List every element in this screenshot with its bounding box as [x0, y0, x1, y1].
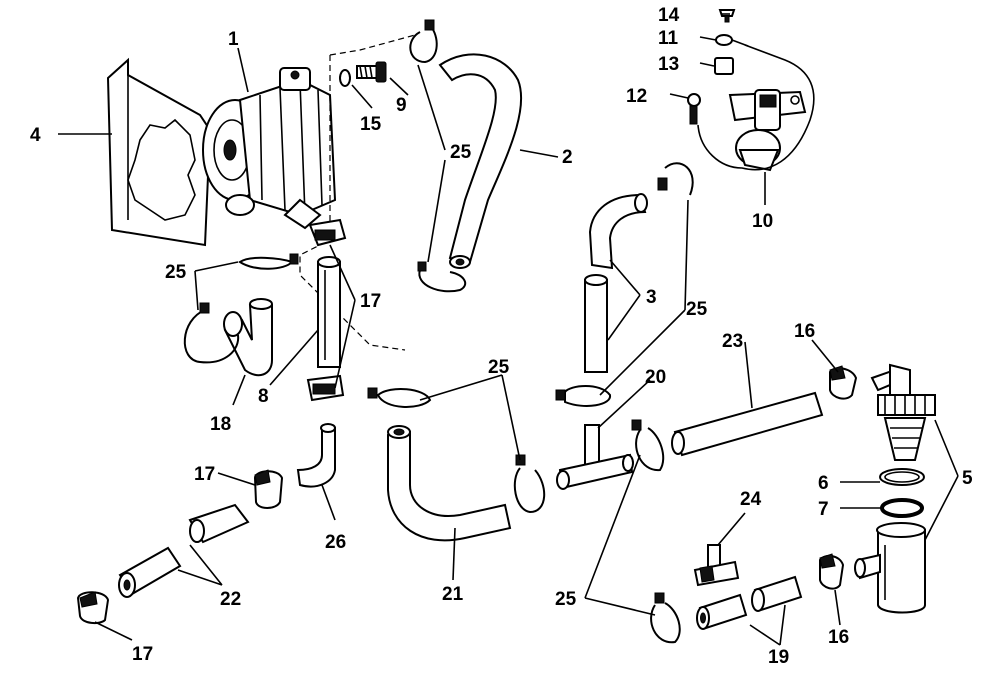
- callout-13: 13: [658, 54, 679, 75]
- callout-25-left: 25: [165, 262, 187, 283]
- callout-11: 11: [658, 28, 679, 49]
- filter-bowl: [854, 522, 926, 614]
- fuel-pump: [202, 67, 337, 230]
- clamp-17-top: [308, 218, 347, 247]
- callout-16-bottom: 16: [828, 627, 849, 648]
- t-fitting-20: [556, 424, 634, 490]
- fitting-24: [693, 544, 740, 587]
- callout-1: 1: [228, 29, 239, 50]
- clamp-hose3-top: [657, 162, 694, 196]
- hose-22: [118, 503, 250, 598]
- elbow-26: [296, 423, 336, 488]
- callout-18: 18: [210, 414, 231, 435]
- clamp-16-top: [829, 365, 858, 400]
- callout-4: 4: [30, 125, 41, 146]
- callout-7: 7: [818, 499, 829, 520]
- clamp-25-bottom: [650, 592, 681, 644]
- callout-24: 24: [740, 489, 762, 510]
- callout-20: 20: [645, 367, 666, 388]
- callout-26: 26: [325, 532, 346, 553]
- callout-21: 21: [442, 584, 464, 605]
- clamp-17-bottom: [306, 374, 345, 402]
- o-ring-7: [880, 498, 924, 518]
- clamp-17-bottom-left: [76, 591, 110, 625]
- callout-9: 9: [396, 95, 407, 116]
- callout-25-middle: 25: [488, 357, 510, 378]
- callout-15: 15: [360, 114, 382, 135]
- callout-10: 10: [752, 211, 773, 232]
- callout-17-bottom: 17: [132, 644, 153, 665]
- mounting-plate: [106, 57, 212, 247]
- electric-pump: [697, 44, 815, 172]
- clamp-hose2-bottom: [417, 261, 467, 293]
- assembly-dashed-lines: [299, 34, 416, 351]
- elbow-18: [223, 298, 273, 377]
- clamp-elbow-loop: [183, 302, 240, 364]
- clamp-16-bottom: [819, 553, 845, 590]
- callout-17-mid: 17: [360, 291, 381, 312]
- callout-5: 5: [962, 468, 973, 489]
- o-ring-6: [879, 468, 925, 486]
- callout-25-top: 25: [450, 142, 472, 163]
- callout-19: 19: [768, 647, 789, 668]
- callout-23: 23: [722, 331, 743, 352]
- callout-25-bottom: 25: [555, 589, 577, 610]
- callout-12: 12: [626, 86, 647, 107]
- leader-lines: [58, 13, 959, 646]
- hose-19: [696, 575, 803, 630]
- callout-16-top: 16: [794, 321, 815, 342]
- clamp-hose3-bottom: [555, 385, 611, 407]
- callout-2: 2: [562, 147, 573, 168]
- hose-3: [584, 193, 648, 373]
- filter-assembly: [870, 363, 936, 461]
- clamp-25-near-tfitting: [631, 419, 665, 472]
- hose-2: [438, 53, 523, 269]
- callout-8: 8: [258, 386, 269, 407]
- callout-labels: 1 2 3 4 5 6 7 8 9 10 11 12 13 14 15 16 1…: [30, 5, 973, 668]
- clamp-hose21-top: [367, 387, 432, 408]
- callout-22: 22: [220, 589, 241, 610]
- clamp-elbow-top: [238, 253, 299, 270]
- hose-23: [671, 391, 824, 457]
- screw-and-washer: [339, 61, 387, 87]
- callout-6: 6: [818, 473, 829, 494]
- clamp-17-mid: [253, 469, 284, 509]
- callout-17-left: 17: [194, 464, 215, 485]
- hose-21: [387, 425, 512, 542]
- clamp-top-left: [409, 19, 438, 64]
- callout-3: 3: [646, 287, 657, 308]
- clamp-hose21-right: [513, 454, 546, 514]
- callout-25-right: 25: [686, 299, 708, 320]
- tube-8: [317, 256, 341, 368]
- callout-14: 14: [658, 5, 680, 26]
- wire-terminals: [687, 9, 749, 125]
